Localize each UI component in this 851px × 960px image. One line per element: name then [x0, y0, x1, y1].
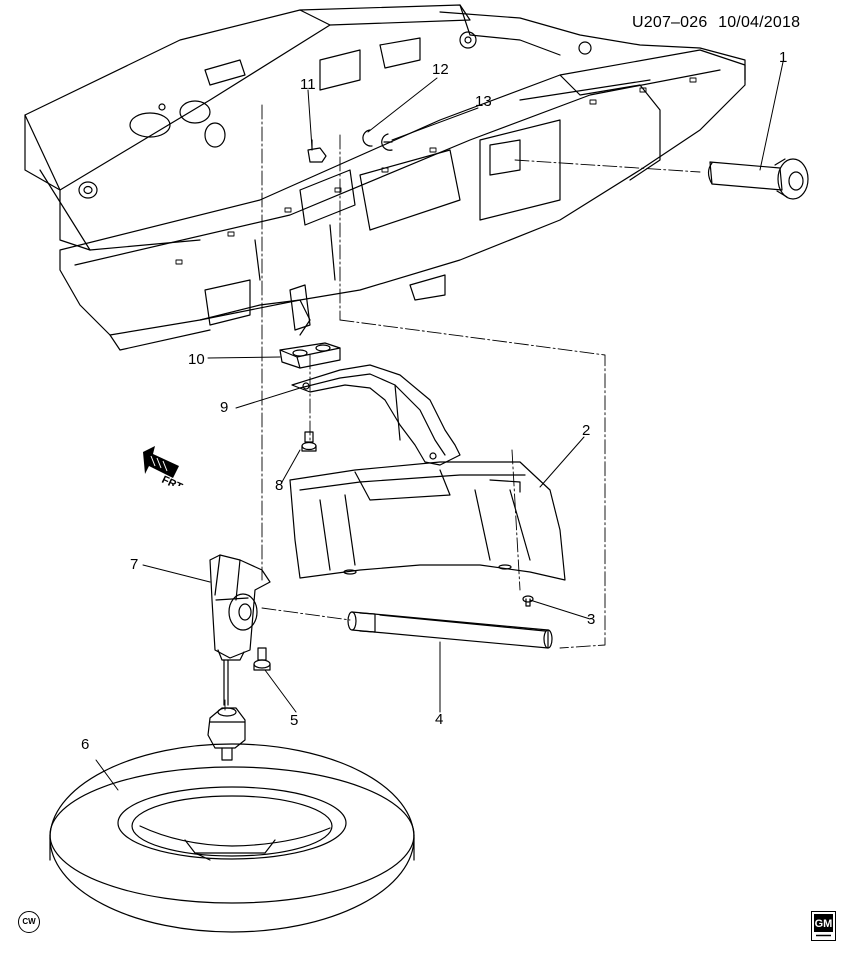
callout-6: 6 — [81, 736, 90, 753]
part-5-bolt — [253, 647, 271, 671]
callout-11: 11 — [300, 76, 316, 93]
diagram-header: U207–026 10/04/2018 — [632, 14, 800, 32]
callout-3: 3 — [587, 611, 596, 628]
diagram-date: 10/04/2018 — [718, 14, 801, 31]
callout-7: 7 — [130, 556, 139, 573]
part-7-hoist — [207, 554, 271, 761]
part-9-bracket — [291, 364, 461, 466]
part-3-screw — [522, 595, 534, 607]
part-6-tire — [49, 743, 415, 933]
callout-4: 4 — [435, 711, 444, 728]
part-4-rod — [347, 611, 553, 649]
assembly-lines — [224, 104, 701, 711]
callout-12: 12 — [432, 61, 449, 78]
part-8-bolt — [301, 431, 317, 452]
diagram-id: U207–026 — [632, 14, 708, 31]
callout-leaders — [95, 61, 784, 791]
callout-8: 8 — [275, 477, 284, 494]
callout-2: 2 — [582, 422, 591, 439]
callout-9: 9 — [220, 399, 229, 416]
callout-10: 10 — [188, 351, 205, 368]
part-1-grip — [707, 158, 809, 200]
gm-logo-text: GM — [815, 918, 833, 930]
callout-1: 1 — [779, 49, 788, 66]
callout-5: 5 — [290, 712, 299, 729]
frt-arrow-shape: FRT — [143, 446, 184, 494]
part-10-spacer — [279, 342, 341, 369]
gm-logo-icon: GM — [811, 911, 836, 941]
part-12-ring — [362, 129, 373, 147]
part-2-shield — [289, 461, 566, 581]
vehicle-frame — [24, 4, 746, 351]
part-11-clip — [307, 139, 327, 163]
part-13-retainer — [381, 133, 393, 151]
callout-13: 13 — [475, 93, 492, 110]
frt-arrow-icon: FRT — [143, 446, 187, 494]
cw-mark-icon: CW — [18, 911, 40, 933]
